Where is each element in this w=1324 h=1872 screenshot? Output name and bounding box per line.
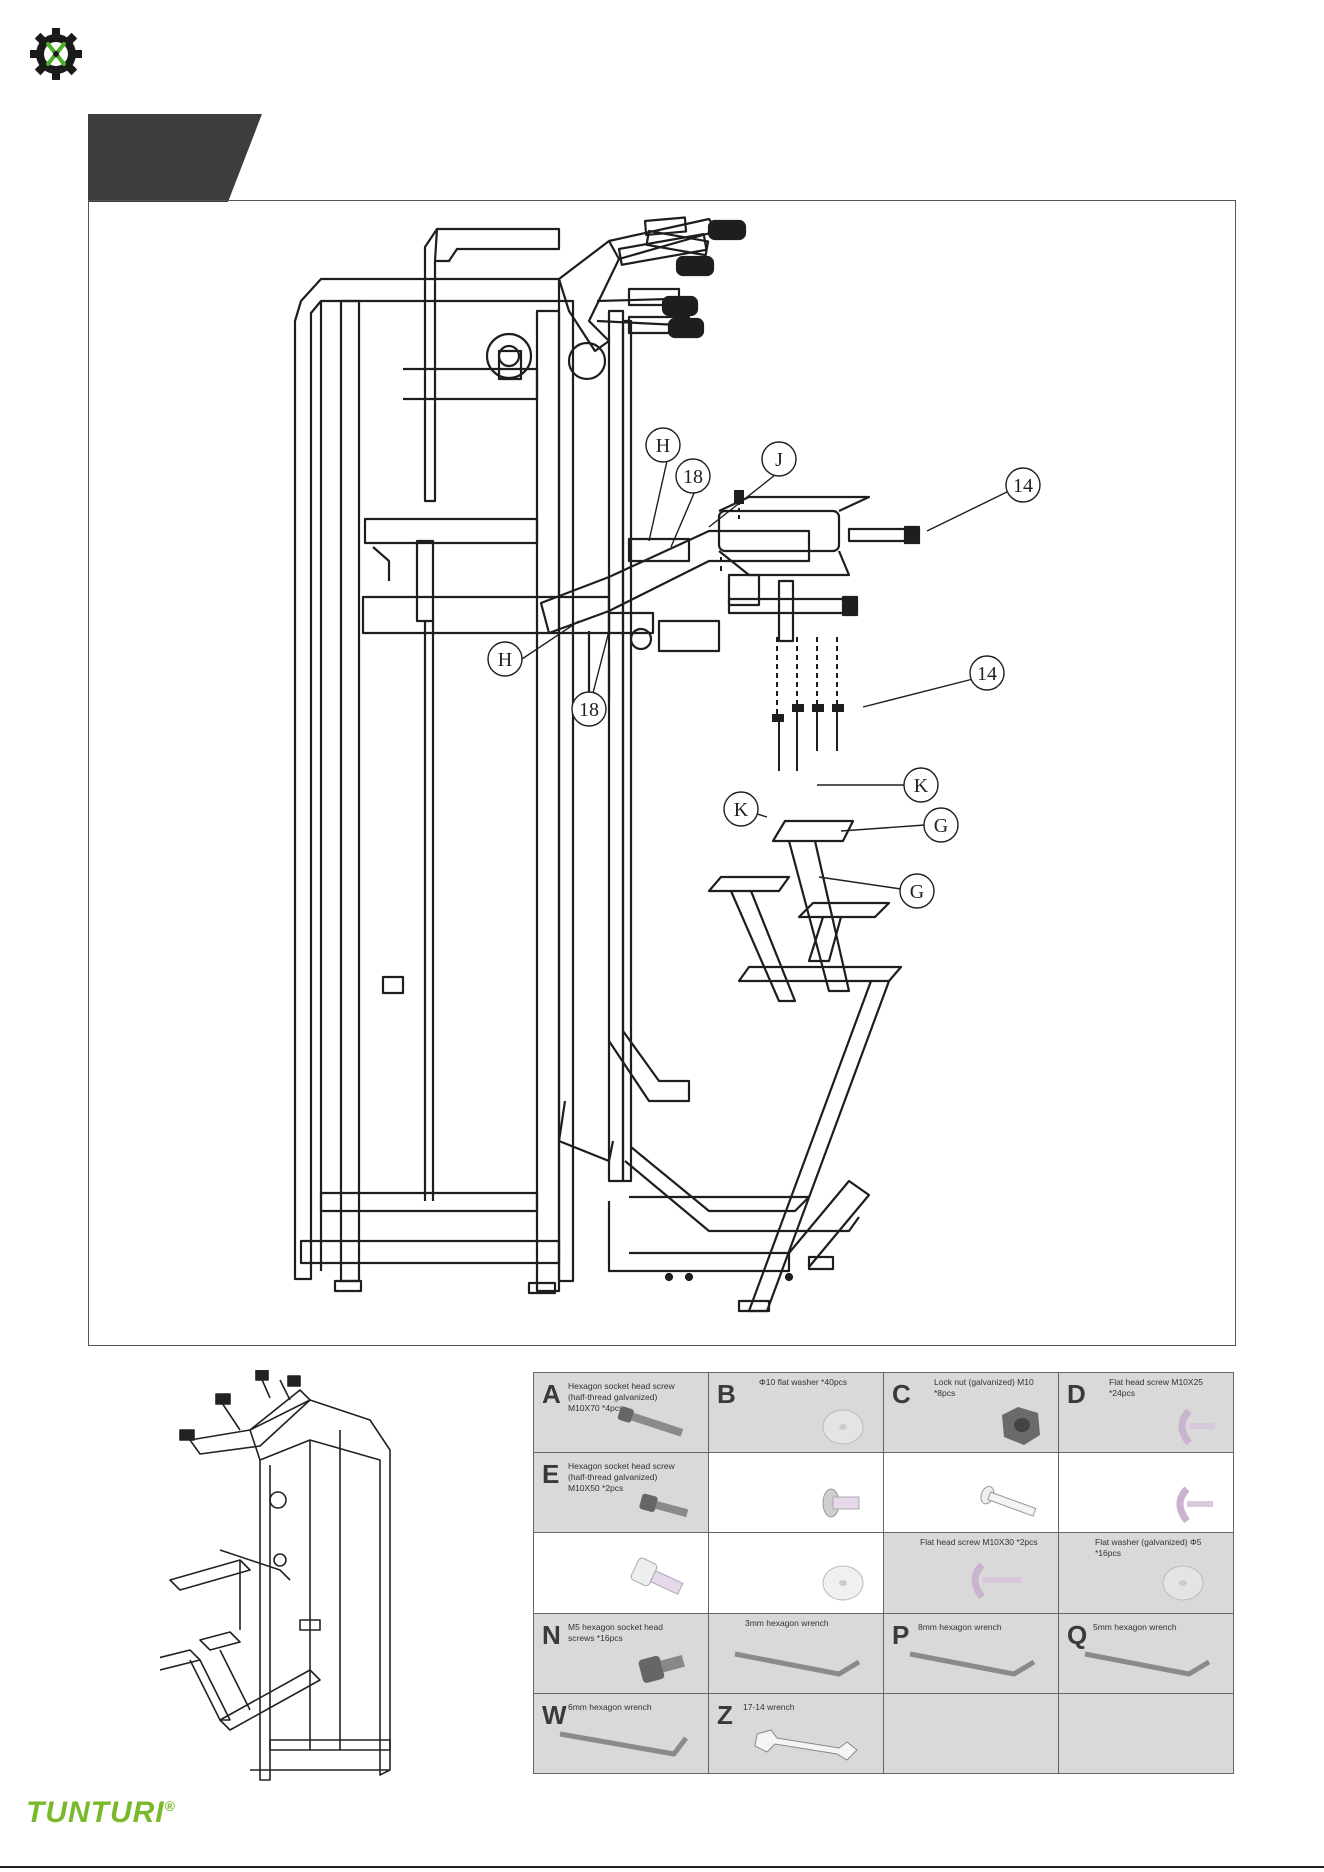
part-flat-head-screw-m10x30: Flat head screw M10X30 *2pcs — [884, 1533, 1058, 1613]
part-flat-washer-phi5: Flat washer (galvanized) Φ5 *16pcs — [1059, 1533, 1233, 1613]
hex-key-icon — [734, 1651, 861, 1677]
part-description: Flat head screw M10X25 *24pcs — [1109, 1377, 1204, 1398]
callout-K-left: K — [734, 799, 749, 821]
hex-key-icon — [909, 1651, 1036, 1677]
button-head-screw-icon — [822, 1488, 860, 1518]
callout-14-lower: 14 — [977, 663, 997, 685]
part-A: A Hexagon socket head screw (half-thread… — [534, 1373, 708, 1453]
pin-bolt-icon — [980, 1486, 1037, 1517]
callout-labels: H 18 J 14 14 H 18 K K G G — [487, 427, 1041, 909]
part-letter: B — [717, 1379, 736, 1409]
part-letter: N — [542, 1619, 561, 1650]
part-description: 17-14 wrench — [743, 1701, 795, 1712]
part-letter: C — [892, 1379, 911, 1409]
machine-line-drawing — [293, 216, 1010, 1313]
part-description: Φ10 flat washer *40pcs — [759, 1377, 848, 1387]
part-description: 6mm hexagon wrench — [568, 1701, 652, 1712]
flat-head-screw-icon — [1178, 1408, 1215, 1446]
part-description: Hexagon socket head screw (half-thread g… — [568, 1461, 675, 1494]
open-end-wrench-icon — [754, 1729, 858, 1761]
part-letter: A — [542, 1379, 561, 1409]
flat-washer-icon — [1162, 1565, 1204, 1601]
part-pin-bolt — [884, 1453, 1058, 1533]
part-letter: E — [542, 1459, 560, 1490]
callout-K-right: K — [914, 775, 929, 797]
part-letter: Q — [1067, 1619, 1088, 1650]
assembled-machine-thumbnail — [160, 1370, 391, 1781]
part-letter: Z — [717, 1699, 733, 1730]
callout-18-upper: 18 — [683, 466, 703, 488]
flat-washer-icon — [822, 1409, 864, 1445]
callout-G-upper: G — [934, 815, 948, 837]
hex-key-icon — [559, 1731, 688, 1757]
part-description: Lock nut (galvanized) M10 *8pcs — [934, 1377, 1034, 1398]
brand-name: TUNTURI — [26, 1796, 165, 1829]
part-description: 5mm hexagon wrench — [1093, 1621, 1177, 1632]
hex-key-icon — [1084, 1651, 1211, 1677]
callout-14-upper: 14 — [1013, 475, 1033, 497]
part-B: B Φ10 flat washer *40pcs — [709, 1373, 883, 1453]
footer-rule — [0, 1866, 1324, 1868]
part-Q: Q 5mm hexagon wrench — [1059, 1613, 1233, 1693]
step-number-tab — [88, 114, 262, 202]
empty-cell — [884, 1693, 1058, 1773]
part-E: E Hexagon socket head screw (half-thread… — [534, 1453, 708, 1533]
part-description: 3mm hexagon wrench — [745, 1617, 829, 1628]
part-button-head-screw — [709, 1453, 883, 1533]
hex-socket-screw-long-icon — [617, 1406, 684, 1437]
callout-18-lower: 18 — [579, 699, 599, 721]
part-Z: Z 17-14 wrench — [709, 1693, 883, 1773]
part-description: 8mm hexagon wrench — [918, 1621, 1002, 1632]
brand-logo: TUNTURI® — [26, 1796, 176, 1830]
flat-washer-icon — [822, 1565, 864, 1601]
part-flat-head-screw-2 — [1059, 1453, 1233, 1533]
socket-cap-screw-icon — [630, 1558, 684, 1596]
part-letter: D — [1067, 1379, 1086, 1409]
hex-socket-screw-icon — [639, 1493, 689, 1518]
part-description: Flat head screw M10X30 *2pcs — [920, 1537, 1038, 1548]
assembly-diagram: H 18 J 14 14 H 18 K K G G — [88, 200, 1236, 1346]
lock-nut-icon — [1002, 1407, 1040, 1445]
callout-G-lower: G — [910, 881, 924, 903]
parts-table: A Hexagon socket head screw (half-thread… — [533, 1372, 1234, 1774]
callout-J: J — [775, 449, 783, 471]
part-letter: W — [542, 1699, 567, 1730]
flat-head-screw-icon — [1176, 1486, 1213, 1524]
part-C: C Lock nut (galvanized) M10 *8pcs — [884, 1373, 1058, 1453]
part-N: N M5 hexagon socket head screws *16pcs — [534, 1613, 708, 1693]
part-description: M5 hexagon socket head screws *16pcs — [568, 1621, 663, 1643]
part-description: Flat washer (galvanized) Φ5 *16pcs — [1095, 1537, 1202, 1559]
empty-cell — [1059, 1693, 1233, 1773]
gear-wrench-icon — [30, 28, 82, 80]
registered-mark: ® — [164, 1798, 176, 1814]
part-socket-cap-screw — [534, 1533, 708, 1613]
part-P: P 8mm hexagon wrench — [884, 1613, 1058, 1693]
part-flat-washer-2 — [709, 1533, 883, 1613]
part-D: D Flat head screw M10X25 *24pcs — [1059, 1373, 1233, 1453]
part-letter: P — [892, 1619, 910, 1650]
callout-H-lower: H — [498, 649, 512, 671]
part-description: Hexagon socket head screw (half-thread g… — [568, 1381, 675, 1413]
flat-head-screw-icon — [971, 1562, 1022, 1600]
part-3mm-hex-wrench: 3mm hexagon wrench — [709, 1613, 883, 1693]
socket-cap-screw-icon — [638, 1654, 685, 1683]
callout-H-upper: H — [656, 435, 670, 457]
part-W: W 6mm hexagon wrench — [534, 1693, 708, 1773]
